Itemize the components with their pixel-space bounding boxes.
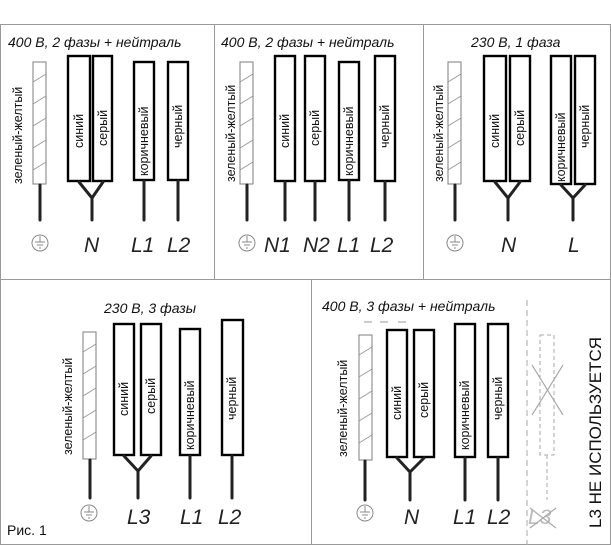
gray-wire-label: серый <box>96 110 110 146</box>
terminal-label: L2 <box>487 506 511 529</box>
brown-wire-label: коричневый <box>342 107 356 176</box>
terminal-label: N <box>501 234 517 257</box>
panel-1: 400 В, 2 фазы + нейтраль зеленый-желтый … <box>8 34 191 257</box>
panel-title: 230 В, 3 фазы <box>103 300 197 316</box>
gray-wire-label: серый <box>417 382 431 418</box>
blue-wire-label: синий <box>390 386 404 420</box>
ground-symbol-icon <box>356 504 374 522</box>
blue-wire-label: синий <box>488 114 502 148</box>
unused-l3-wire <box>531 334 564 500</box>
black-wire-label: черный <box>225 377 239 420</box>
terminal-label: L3 <box>127 506 151 529</box>
terminal-label: N <box>84 234 100 257</box>
panel-title: 230 В, 1 фаза <box>470 34 561 50</box>
panel-2: 400 В, 2 фазы + нейтраль зеленый-желтый … <box>221 34 397 257</box>
panel-3: 230 В, 1 фаза зеленый-желтый синий серый… <box>432 34 597 257</box>
terminal-label: L2 <box>370 234 394 257</box>
pe-wire-label: зеленый-желтый <box>11 87 25 184</box>
gray-wire-label: серый <box>308 110 322 146</box>
terminal-label: N1 <box>264 234 291 257</box>
ground-symbol-icon <box>31 234 49 252</box>
terminal-label: N <box>404 506 420 529</box>
brown-wire-label: коричневый <box>137 107 151 176</box>
terminal-label: L2 <box>167 234 191 257</box>
black-wire-label: черный <box>378 105 392 148</box>
black-wire-label: черный <box>491 377 505 420</box>
figure-label: Рис. 1 <box>7 522 47 538</box>
panel-title: 400 В, 2 фазы + нейтраль <box>221 34 394 50</box>
ground-symbol-icon <box>238 234 256 252</box>
panel-title: 400 В, 3 фазы + нейтраль <box>322 298 495 314</box>
blue-wire-label: синий <box>278 114 292 148</box>
ground-symbol-icon <box>80 504 98 522</box>
terminal-label: L1 <box>453 506 476 529</box>
terminal-label: N2 <box>303 234 330 257</box>
pe-wire-label: зеленый-желтый <box>61 358 75 455</box>
terminal-label: L1 <box>180 506 203 529</box>
pe-wire-label: зеленый-желтый <box>432 85 446 182</box>
blue-wire-label: синий <box>117 382 131 416</box>
gray-wire-label: серый <box>144 378 158 414</box>
terminal-label: L1 <box>131 234 154 257</box>
panel-title: 400 В, 2 фазы + нейтраль <box>8 34 181 50</box>
panel-5: 400 В, 3 фазы + нейтраль зеленый-желтый … <box>322 298 605 545</box>
panel-4: 230 В, 3 фазы зеленый-желтый синий серый… <box>7 300 245 538</box>
l3-unused-note: L3 НЕ ИСПОЛЬЗУЕТСЯ <box>586 337 605 528</box>
terminal-label: L2 <box>218 506 242 529</box>
terminal-label: L1 <box>337 234 360 257</box>
gray-wire-label: серый <box>513 110 527 146</box>
pe-wire-label: зеленый-желтый <box>224 85 238 182</box>
ground-symbol-icon <box>446 234 464 252</box>
brown-wire-label: коричневый <box>183 381 197 450</box>
blue-wire-label: синий <box>72 114 86 148</box>
black-wire-label: черный <box>171 105 185 148</box>
brown-wire-label: коричневый <box>554 113 568 182</box>
terminal-label: L <box>568 234 580 257</box>
brown-wire-label: коричневый <box>458 381 472 450</box>
black-wire-label: черный <box>578 105 592 148</box>
pe-wire-label: зеленый-желтый <box>336 360 350 457</box>
